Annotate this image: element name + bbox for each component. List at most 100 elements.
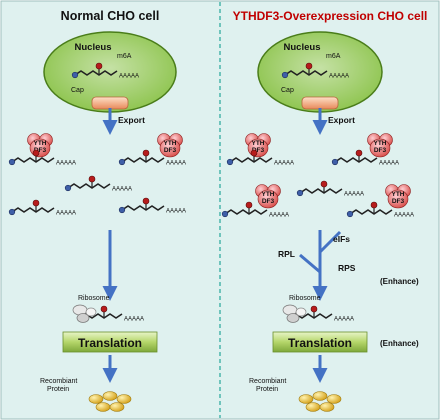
m6a-mark xyxy=(95,62,103,70)
cap-dot xyxy=(281,71,289,79)
yth-text-1: YTH xyxy=(262,191,275,198)
yth-text-2: DF3 xyxy=(252,147,265,154)
left-m6a-label: m6A xyxy=(117,53,132,60)
ythdf3-protein: YTHDF3 xyxy=(157,133,183,158)
cap-dot xyxy=(331,158,339,166)
ythdf3-protein: YTHDF3 xyxy=(385,184,411,209)
cap-dot xyxy=(64,184,72,192)
cytoplasm-mrna: AAAAA xyxy=(118,197,186,215)
polya-tail: AAAAA xyxy=(344,192,364,198)
m6a-mark xyxy=(355,149,363,157)
left-ribosome-label: Ribosome xyxy=(78,295,110,302)
protein-blob xyxy=(298,394,314,404)
right-ribosome-mrna: AAAAA xyxy=(282,304,354,323)
polya-tail: AAAAA xyxy=(124,317,144,323)
polya-tail: AAAAA xyxy=(56,211,76,217)
cap-dot xyxy=(8,208,16,216)
left-translation-box xyxy=(62,331,158,353)
ythdf3-protein: YTHDF3 xyxy=(367,133,393,158)
left-panel-title: Normal CHO cell xyxy=(61,9,160,23)
m6a-mark xyxy=(305,62,313,70)
m6a-mark xyxy=(142,149,150,157)
left-nuclear-pore xyxy=(91,96,129,110)
m6a-mark xyxy=(370,201,378,209)
enhance-label-1: (Enhance) xyxy=(380,277,419,286)
right-translation-box xyxy=(272,331,368,353)
cap-dot xyxy=(221,210,229,218)
cap-dot xyxy=(118,206,126,214)
right-eifs-branch xyxy=(318,230,342,254)
polya-tail: AAAAA xyxy=(274,161,294,167)
yth-text-1: YTH xyxy=(392,191,405,198)
polya-tail: AAAAA xyxy=(269,213,289,219)
cytoplasm-mrna: AAAAA xyxy=(8,149,76,167)
m6a-mark xyxy=(32,149,40,157)
cap-dot xyxy=(346,210,354,218)
right-m6a-label: m6A xyxy=(326,53,341,60)
cytoplasm-mrna: AAAAA xyxy=(296,180,364,198)
protein-blob xyxy=(102,391,118,401)
yth-text-2: DF3 xyxy=(164,147,177,154)
m6a-mark xyxy=(320,180,328,188)
polya-tail: AAAAA xyxy=(119,74,139,80)
right-nuclear-mrna: AAAAA xyxy=(281,62,349,80)
right-nucleus-label: Nucleus xyxy=(284,42,321,53)
polya-tail: AAAAA xyxy=(112,187,132,193)
cap-dot xyxy=(296,189,304,197)
cap-dot xyxy=(226,158,234,166)
left-nuclear-mrna: AAAAA xyxy=(71,62,139,80)
m6a-mark xyxy=(32,199,40,207)
cap-dot xyxy=(8,158,16,166)
yth-text-1: YTH xyxy=(374,140,387,147)
left-translation-label: Translation xyxy=(78,336,142,350)
protein-blob xyxy=(116,394,132,404)
yth-text-2: DF3 xyxy=(392,198,405,205)
m6a-mark xyxy=(100,305,108,313)
cytoplasm-mrna: AAAAA xyxy=(331,149,399,167)
polya-tail: AAAAA xyxy=(334,317,354,323)
right-product-label-2: Protein xyxy=(256,386,278,393)
cytoplasm-mrna: AAAAA xyxy=(346,201,414,219)
cap-dot xyxy=(118,158,126,166)
left-export-label: Export xyxy=(118,115,145,125)
ythdf3-protein: YTHDF3 xyxy=(255,184,281,209)
yth-text-1: YTH xyxy=(164,140,177,147)
protein-blob xyxy=(326,394,342,404)
eifs-label: eIFs xyxy=(333,234,350,244)
right-ribosome-label: Ribosome xyxy=(289,295,321,302)
left-ribosome-mrna: AAAAA xyxy=(72,304,144,323)
m6a-mark xyxy=(88,175,96,183)
protein-blob xyxy=(305,402,321,412)
right-export-label: Export xyxy=(328,115,355,125)
right-rpl-branch xyxy=(299,253,321,274)
yth-text-1: YTH xyxy=(252,140,265,147)
m6a-mark xyxy=(310,305,318,313)
polya-tail: AAAAA xyxy=(56,161,76,167)
yth-text-2: DF3 xyxy=(374,147,387,154)
ribosome xyxy=(72,304,97,323)
polya-tail: AAAAA xyxy=(329,74,349,80)
cytoplasm-mrna: AAAAA xyxy=(118,149,186,167)
cytoplasm-mrna: AAAAA xyxy=(221,201,289,219)
nuclear-mrna: AAAAA xyxy=(71,62,139,80)
right-cap-label: Cap xyxy=(281,87,294,94)
cytoplasm-mrna: AAAAA xyxy=(226,149,294,167)
polya-tail: AAAAA xyxy=(379,161,399,167)
right-translation-label: Translation xyxy=(288,336,352,350)
polya-tail: AAAAA xyxy=(166,161,186,167)
right-protein-cluster xyxy=(298,391,342,412)
right-panel-title: YTHDF3-Overexpression CHO cell xyxy=(233,9,428,23)
cap-dot xyxy=(71,71,79,79)
protein-blob xyxy=(312,391,328,401)
yth-text-1: YTH xyxy=(34,140,47,147)
polya-tail: AAAAA xyxy=(166,209,186,215)
m6a-mark xyxy=(142,197,150,205)
protein-blob xyxy=(109,402,125,412)
right-product-label-1: Recombiant xyxy=(249,378,286,385)
polya-tail: AAAAA xyxy=(394,213,414,219)
right-nuclear-pore xyxy=(301,96,339,110)
